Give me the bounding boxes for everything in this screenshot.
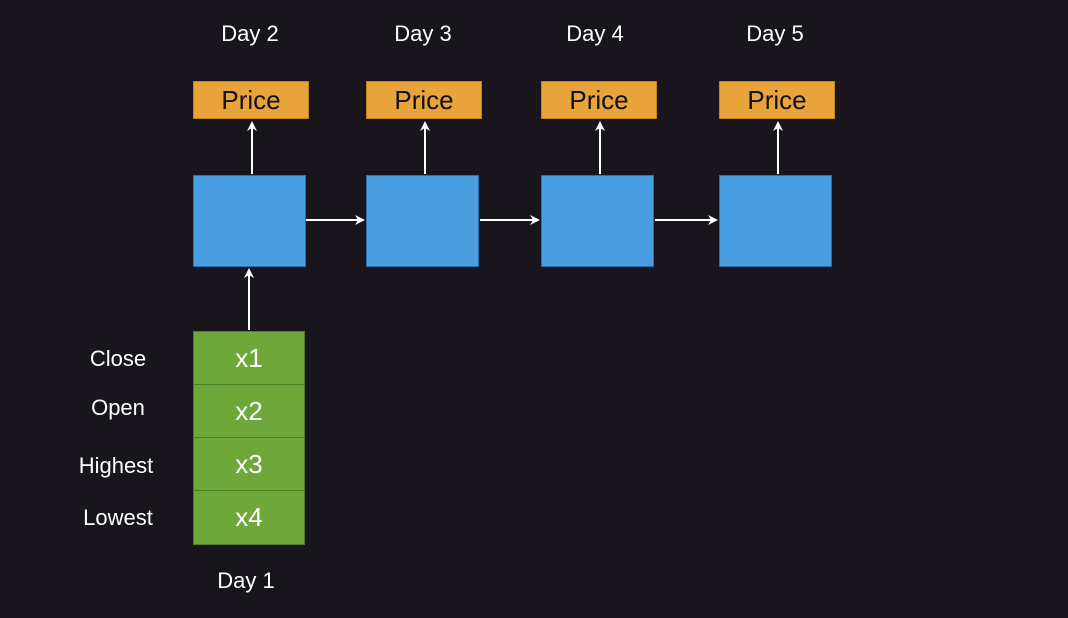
feature-cell-x3: x3 — [194, 438, 304, 491]
cell-box-1 — [193, 175, 306, 267]
day-label-3: Day 3 — [394, 21, 452, 46]
feature-name-highest: Highest — [78, 453, 154, 478]
feature-cell-x1: x1 — [194, 332, 304, 385]
day-label-1: Day 1 — [217, 568, 275, 593]
price-box-day-3: Price — [366, 81, 482, 119]
day-label-4: Day 4 — [566, 21, 624, 46]
cell-box-3 — [541, 175, 654, 267]
day-label-2: Day 2 — [221, 21, 279, 46]
cell-box-4 — [719, 175, 832, 267]
input-feature-stack: x1 x2 x3 x4 — [193, 331, 305, 545]
price-box-day-5: Price — [719, 81, 835, 119]
cell-box-2 — [366, 175, 479, 267]
feature-name-close: Close — [89, 346, 147, 371]
day-label-5: Day 5 — [746, 21, 804, 46]
feature-cell-x4: x4 — [235, 502, 263, 532]
price-box-day-2: Price — [193, 81, 309, 119]
price-box-day-4: Price — [541, 81, 657, 119]
feature-cell-x2: x2 — [194, 385, 304, 438]
feature-name-open: Open — [91, 395, 145, 420]
feature-name-lowest: Lowest — [83, 505, 153, 530]
